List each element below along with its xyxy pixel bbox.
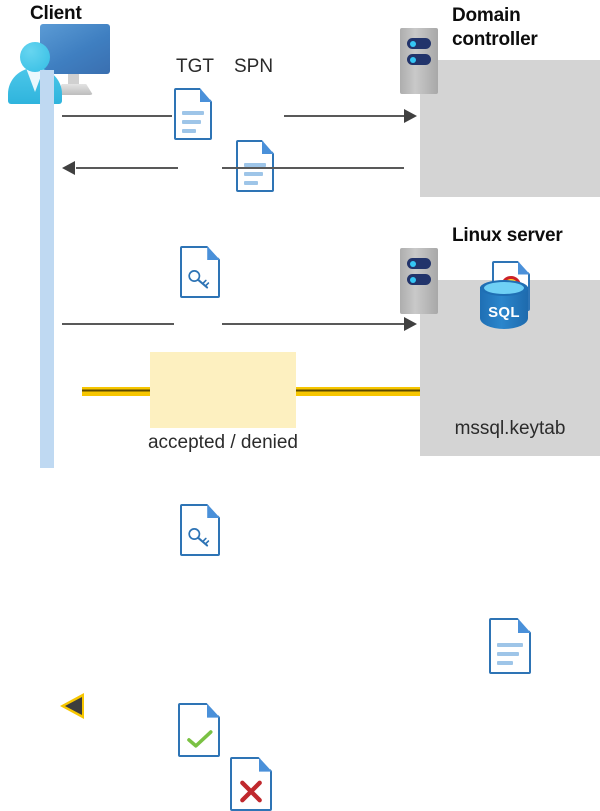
key-icon	[188, 269, 210, 289]
flow-4-arrowhead-left	[60, 693, 84, 719]
server-led-icon	[407, 274, 431, 285]
sql-label: SQL	[488, 304, 520, 321]
ticket-key-document-icon	[180, 504, 220, 556]
cross-icon	[240, 780, 263, 802]
document-text-lines	[497, 642, 523, 670]
monitor-stand-icon	[68, 74, 79, 86]
client-title: Client	[30, 3, 82, 24]
check-icon	[186, 729, 213, 748]
flow-1-line-right	[284, 115, 404, 117]
domain-controller-title-line1: Domain	[452, 5, 521, 26]
result-highlight-box	[150, 352, 296, 428]
domain-controller-title-line2: controller	[452, 29, 538, 50]
tgt-document-icon	[174, 88, 212, 140]
document-text-lines	[181, 110, 205, 138]
flow-1-arrowhead-right	[404, 109, 417, 123]
user-workstation-icon	[6, 24, 110, 104]
denied-document-icon	[230, 757, 272, 811]
flow-3-line-left	[62, 323, 174, 325]
server-led-icon	[407, 258, 431, 269]
accepted-document-icon	[178, 703, 220, 757]
keytab-document-icon	[489, 618, 531, 674]
document-text-lines	[243, 162, 267, 190]
database-cylinder-top-inner	[484, 282, 524, 294]
server-led-icon	[407, 38, 431, 49]
ticket-key-document-icon	[180, 246, 220, 298]
flow-3-arrowhead-right	[404, 317, 417, 331]
keytab-filename-label: mssql.keytab	[454, 418, 566, 439]
flow-2-line-right	[222, 167, 404, 169]
monitor-base-icon	[55, 84, 93, 95]
spn-label: SPN	[234, 56, 274, 77]
linux-server-title: Linux server	[452, 225, 563, 246]
document-fold	[207, 246, 220, 261]
spn-document-icon	[236, 140, 274, 192]
flow-2-line-left	[76, 167, 178, 169]
server-led-icon	[407, 54, 431, 65]
tgt-label: TGT	[176, 56, 214, 77]
result-label: accepted / denied	[147, 432, 298, 453]
monitor-screen-icon	[40, 24, 110, 74]
key-icon	[188, 527, 210, 547]
client-lifeline	[40, 70, 54, 468]
person-head-icon	[20, 42, 50, 72]
domain-controller-title: Domain controller	[452, 4, 592, 52]
domain-controller-panel	[420, 60, 600, 197]
flow-2-arrowhead-left	[62, 161, 75, 175]
flow-4-yellow-line-right	[294, 387, 420, 396]
flow-3-line-right	[222, 323, 404, 325]
flow-4-yellow-line-left	[82, 387, 152, 396]
arrowhead-fill	[65, 697, 82, 715]
server-rack-icon	[400, 28, 438, 94]
flow-1-line-left	[62, 115, 172, 117]
sql-database-icon: SQL	[477, 278, 531, 336]
server-rack-icon	[400, 248, 438, 314]
